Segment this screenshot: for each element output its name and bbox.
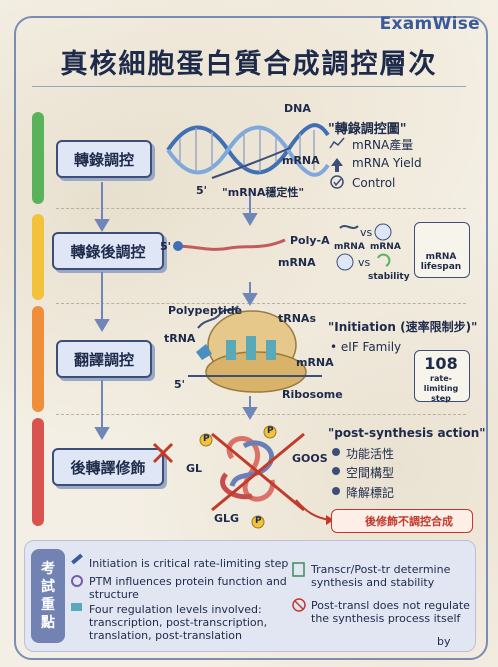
lifespan-box — [414, 222, 470, 278]
ptm-item: 降解標記 — [346, 486, 395, 500]
pencil-icon — [71, 553, 83, 565]
mrna-label: mRNA — [334, 242, 365, 252]
cross-icon — [152, 432, 305, 512]
brand-logo: ExamWise — [379, 14, 480, 34]
stability-label: "mRNA穩定性" — [222, 186, 305, 199]
arrow-icon — [326, 515, 334, 525]
rate-box — [414, 350, 470, 402]
byline: by — [437, 635, 451, 648]
summary-label-char: 考 — [41, 561, 55, 577]
phosphate-icon — [199, 425, 277, 529]
rate-number: 108 — [424, 354, 458, 373]
check-circle-icon — [330, 175, 344, 189]
mrna-strand — [211, 147, 291, 179]
up-arrow-icon — [331, 158, 343, 172]
vs-label: vs — [360, 226, 373, 239]
eif-label: • eIF Family — [330, 340, 402, 354]
arrow-icon — [295, 499, 331, 521]
mrna-strand — [173, 238, 286, 251]
dna-helix-icon — [166, 123, 330, 177]
ribosome-label: Ribosome — [282, 388, 343, 401]
goos-label: GOOS — [292, 452, 328, 465]
stability-label: stability — [368, 272, 410, 282]
initiation-label: "Initiation (速率限制步)" — [328, 320, 478, 334]
summary-point: Four regulation levels involved: transcr… — [89, 603, 268, 642]
summary-point: Initiation is critical rate-limiting ste… — [89, 557, 289, 570]
title-divider — [32, 86, 466, 87]
gear-icon — [71, 575, 83, 587]
summary-panel: 考 試 重 點 Initiation is critical rate-limi… — [24, 540, 476, 652]
clipboard-icon — [292, 562, 305, 577]
trna-label: tRNA — [164, 332, 196, 345]
summary-label-char: 試 — [41, 579, 55, 595]
lifespan-label: mRNA lifespan — [420, 252, 462, 272]
ptm-title: "post-synthesis action" — [328, 426, 486, 440]
legend-item: mRNA產量 — [352, 138, 414, 152]
phosphate-label: P — [203, 434, 210, 444]
mrna-label: mRNA — [282, 154, 320, 167]
ptm-item: 空間構型 — [346, 466, 395, 480]
summary-point: Transcr/Post-tr determine synthesis and … — [311, 563, 451, 589]
five-prime-label: 5' — [160, 240, 172, 253]
warning-box: 後修飾不調控合成 — [331, 509, 473, 533]
summary-icons — [71, 553, 306, 612]
summary-label-char: 重 — [41, 597, 55, 613]
level-1-stripe — [32, 112, 44, 204]
summary-label-char: 點 — [41, 615, 55, 631]
ptm-item: 功能活性 — [346, 447, 395, 461]
polypeptide-label: Polypeptide — [168, 304, 243, 317]
polya-label: Poly-A — [290, 234, 330, 247]
bullet-icon — [332, 448, 340, 495]
level-2-stripe — [32, 214, 44, 300]
level-3-stripe — [32, 306, 44, 412]
divider — [56, 303, 466, 304]
cycle-icon — [377, 253, 391, 267]
level-2-label: 轉錄後調控 — [52, 232, 164, 270]
ribosome-icon — [188, 305, 322, 393]
summary-point: Post-transl does not regulate the synthe… — [311, 599, 470, 625]
arrow-icon — [94, 182, 258, 440]
phosphate-label: P — [267, 426, 274, 436]
gl-label: GL — [186, 462, 203, 475]
five-prime-label: 5' — [174, 378, 186, 391]
legend-title: "轉錄調控圖" — [328, 122, 407, 137]
level-1-label: 轉錄調控 — [56, 140, 152, 178]
pie-icon — [374, 223, 392, 241]
divider — [56, 208, 466, 209]
summary-label: 考 試 重 點 — [31, 549, 65, 643]
legend-item: Control — [352, 176, 396, 190]
level-4-stripe — [32, 418, 44, 526]
legend-item: mRNA Yield — [352, 156, 422, 170]
warning-text: 後修飾不調控合成 — [365, 515, 453, 528]
mrna-label: mRNA — [370, 242, 401, 252]
dna-label: DNA — [284, 102, 311, 115]
mrna-label: mRNA — [278, 256, 316, 269]
five-prime-label: 5' — [196, 184, 208, 197]
wave-icon — [339, 225, 359, 229]
summary-point: PTM influences protein function and stru… — [89, 575, 287, 601]
level-3-label: 翻譯調控 — [56, 340, 152, 378]
layers-icon — [71, 603, 82, 611]
pie-icon — [336, 253, 354, 271]
level-4-label: 後轉譯修飾 — [52, 448, 164, 486]
vs-label: vs — [358, 256, 371, 269]
page-title: 真核細胞蛋白質合成調控層次 — [60, 49, 438, 80]
page-frame — [14, 16, 488, 660]
phosphate-label: P — [255, 516, 262, 526]
glg-label: GLG — [214, 512, 240, 525]
chart-line-icon — [329, 137, 345, 149]
mrna-label: mRNA — [296, 356, 334, 369]
rate-caption: rate-limiting step — [423, 374, 459, 403]
block-icon — [292, 598, 306, 612]
divider — [56, 414, 466, 415]
trnas-label: tRNAs — [278, 312, 316, 325]
